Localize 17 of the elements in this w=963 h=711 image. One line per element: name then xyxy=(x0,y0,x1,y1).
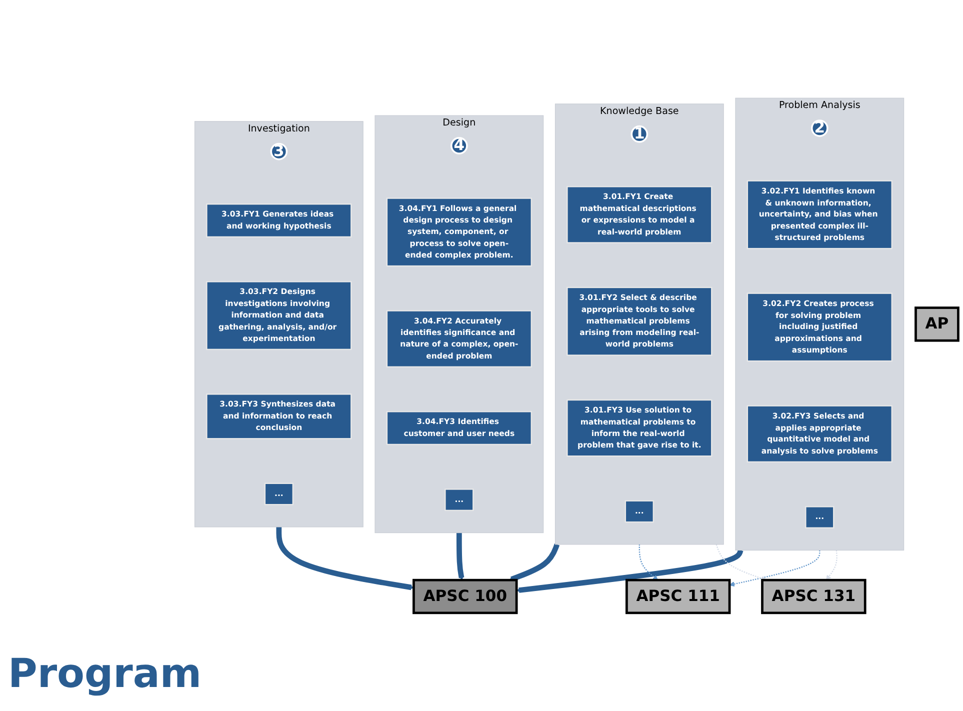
node-circle: 2 xyxy=(810,120,828,137)
arrow xyxy=(276,526,414,590)
node-circle: 1 xyxy=(630,125,648,143)
arrow xyxy=(638,544,658,580)
node-circle: 4 xyxy=(450,137,468,154)
node-circle: 3 xyxy=(270,142,288,160)
node-box: APSC 131 xyxy=(761,578,866,614)
arrow xyxy=(516,549,744,593)
arrow xyxy=(826,550,838,580)
program-label: Program xyxy=(8,651,202,697)
arrow xyxy=(508,543,560,582)
node-box: APSC 111 xyxy=(626,578,731,614)
arrow xyxy=(716,544,767,581)
arrow xyxy=(729,550,820,587)
node-box: APSC 100 xyxy=(412,578,518,614)
arrow xyxy=(456,532,464,580)
node-box: AP xyxy=(914,306,960,342)
